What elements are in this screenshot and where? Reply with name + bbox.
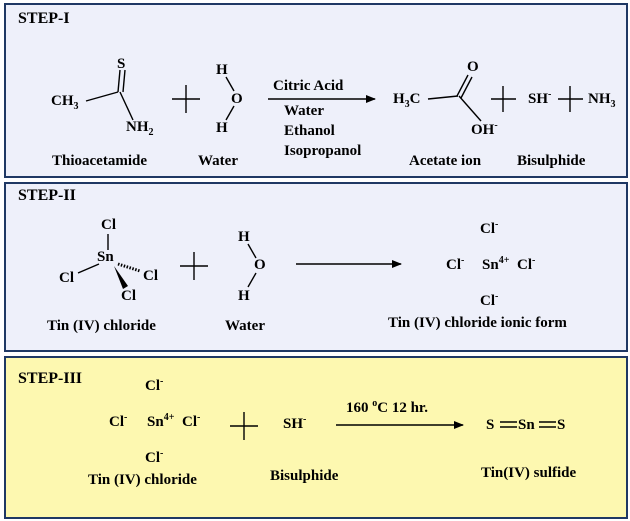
water-2-h-top: H (238, 229, 250, 245)
water-1-o: O (231, 91, 243, 107)
thioacetamide-ch3: CH3 (51, 93, 79, 112)
water-1-label: Water (198, 153, 238, 169)
sncl4-cl-right: Cl (143, 268, 158, 284)
ionic-2-cl-left: Cl- (446, 255, 465, 273)
acetate-oh: OH- (471, 120, 498, 138)
sncl4-cl-left: Cl (59, 270, 74, 286)
water-1-h-top: H (216, 62, 228, 78)
water-1-h-bottom: H (216, 120, 228, 136)
ionic-3-cl-left: Cl- (109, 412, 128, 430)
ionic-3-label: Tin (IV) chloride (88, 472, 197, 488)
step-1-solvent-2: Ethanol (284, 123, 335, 139)
ionic-3-sn: Sn4+ (147, 412, 175, 430)
product-label: Tin(IV) sulfide (481, 465, 577, 481)
product-sn: Sn (518, 417, 535, 433)
step-3-arrow-condition: 160 oC 12 hr. (346, 398, 428, 416)
ammonia: NH3 (588, 91, 616, 110)
step-2-title: STEP-II (18, 187, 76, 204)
acetate-h3c: H3C (393, 91, 421, 110)
product-s-left: S (486, 417, 495, 433)
sncl4-label: Tin (IV) chloride (47, 318, 156, 334)
acetate-o: O (467, 59, 479, 75)
ionic-3-cl-right: Cl- (182, 412, 201, 430)
bisulphide-1-sh: SH- (528, 89, 552, 107)
ionic-3-cl-bottom: Cl- (145, 448, 164, 466)
step-2-panel (4, 182, 628, 352)
sncl4-cl-top: Cl (101, 217, 116, 233)
sncl4-sn: Sn (97, 249, 114, 265)
step-1-title: STEP-I (18, 10, 70, 27)
water-2-h-bottom: H (238, 288, 250, 304)
ionic-2-cl-right: Cl- (517, 255, 536, 273)
water-2-label: Water (225, 318, 265, 334)
step-1-panel (4, 3, 628, 178)
step-1-solvent-3: Isopropanol (284, 143, 362, 159)
bisulphide-1-label: Bisulphide (517, 153, 586, 169)
bisulphide-2-label: Bisulphide (270, 468, 339, 484)
product-s-right: S (557, 417, 566, 433)
ionic-2-sn: Sn4+ (482, 255, 510, 273)
ionic-2-cl-bottom: Cl- (480, 291, 499, 309)
acetate-label: Acetate ion (409, 153, 482, 169)
thioacetamide-nh2: NH2 (126, 119, 154, 138)
water-2-o: O (254, 257, 266, 273)
bisulphide-2-sh: SH- (283, 414, 307, 432)
step-3-title: STEP-III (18, 370, 83, 387)
thioacetamide-label: Thioacetamide (52, 153, 147, 169)
sncl4-cl-bottom: Cl (121, 288, 136, 304)
ionic-3-cl-top: Cl- (145, 376, 164, 394)
step-1-arrow-above: Citric Acid (273, 78, 344, 94)
step-1-solvent-1: Water (284, 103, 324, 119)
step-3-panel (4, 356, 628, 519)
thioacetamide-s: S (117, 56, 126, 72)
ionic-2-cl-top: Cl- (480, 219, 499, 237)
ionic-2-label: Tin (IV) chloride ionic form (388, 315, 567, 331)
